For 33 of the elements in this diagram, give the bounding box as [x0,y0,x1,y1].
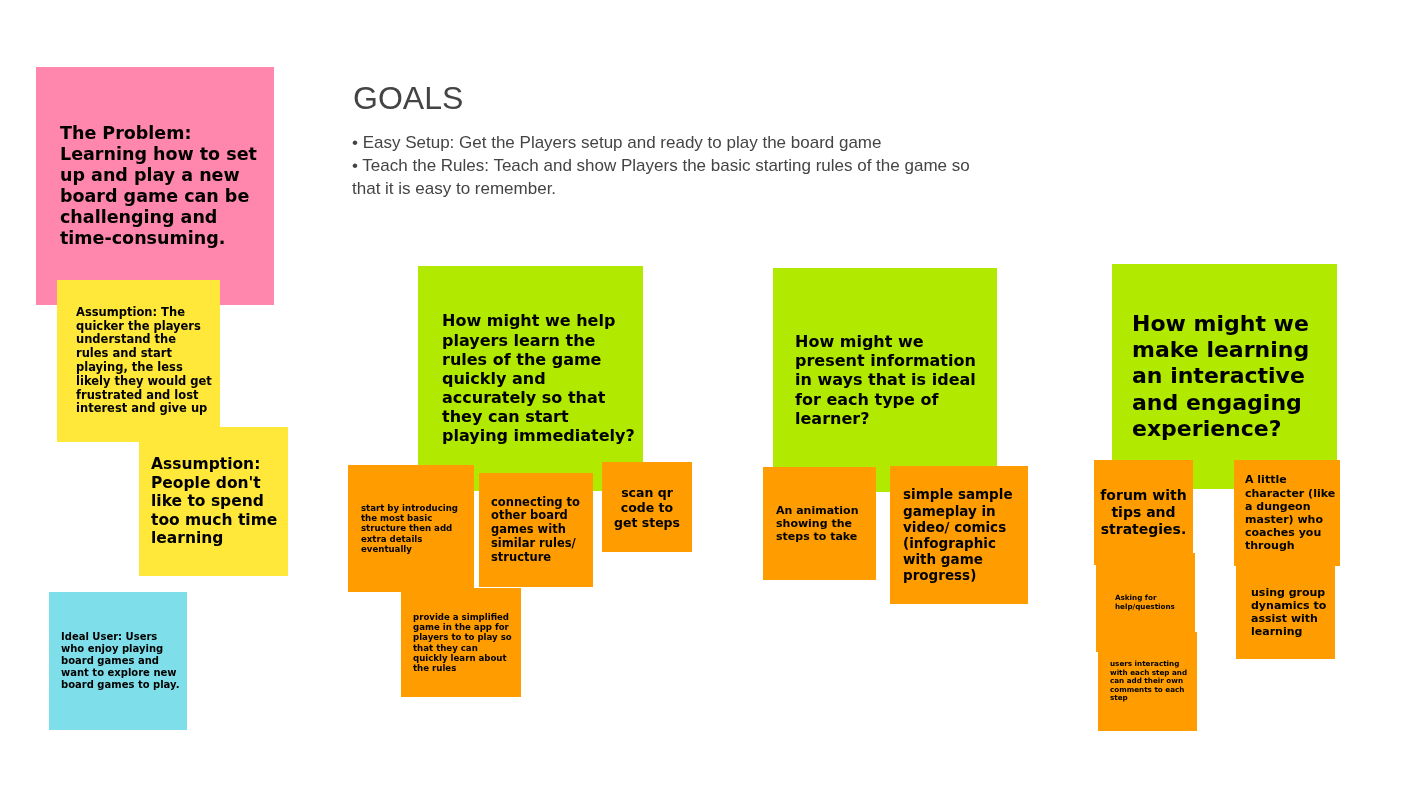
sticky-note [1236,565,1335,659]
note-text: An animation showing the steps to take [776,503,860,544]
sticky-note [401,588,521,697]
note-text: using group dynamics to assist with learning [1251,585,1328,639]
heading: GOALS [353,80,464,117]
sticky-note [36,67,274,305]
sticky-note [348,465,474,592]
note-text: How might we help players learn the rules of the game quickly and accurately so that they can start playing immediately? [442,311,635,446]
note-text: Assumption: The quicker the players understand the rules and start playing, the less likely they would get frustrated and lost interest and give up [76,305,212,417]
sticky-note [602,462,692,552]
note-text: Ideal User: Users who enjoy playing board games and want to explore new board games to play. [61,631,181,691]
note-text: connecting to other board games with similar rules/ structure [491,495,581,565]
note-text: provide a simplified game in the app for players to to play so that they can quickly learn about the rules [413,611,513,674]
sticky-note [49,592,187,730]
note-text: Assumption: People don't like to spend too much time learning [151,455,279,548]
sticky-note [890,466,1028,604]
note-text: A little character (like a dungeon master) who coaches you through [1245,473,1336,553]
note-text: start by introducing the most basic structure then add extra details eventually [361,502,459,555]
note-text: How might we make learning an interactive and engaging experience? [1132,310,1311,443]
note-text: The Problem: Learning how to set up and play a new board game can be challenging and time-consuming. [60,123,258,249]
note-text: scan qr code to get steps [612,484,681,530]
goal-bullet: • Teach the Rules: Teach and show Players the basic starting rules of the game so that it is easy to remember. [352,155,971,200]
sticky-note [479,473,593,587]
note-text: simple sample gameplay in video/ comics (infographic with game progress) [903,486,1014,584]
sticky-note [763,467,876,580]
note-text: forum with tips and strategies. [1099,487,1188,538]
sticky-note [139,427,288,576]
sticky-note [418,266,643,491]
goal-bullet: • Easy Setup: Get the Players setup and ready to play the board game [352,132,883,154]
sticky-note [57,280,220,442]
note-text: How might we present information in ways that is ideal for each type of learner? [795,332,977,428]
sticky-note [1234,460,1340,566]
sticky-note [1098,632,1197,731]
